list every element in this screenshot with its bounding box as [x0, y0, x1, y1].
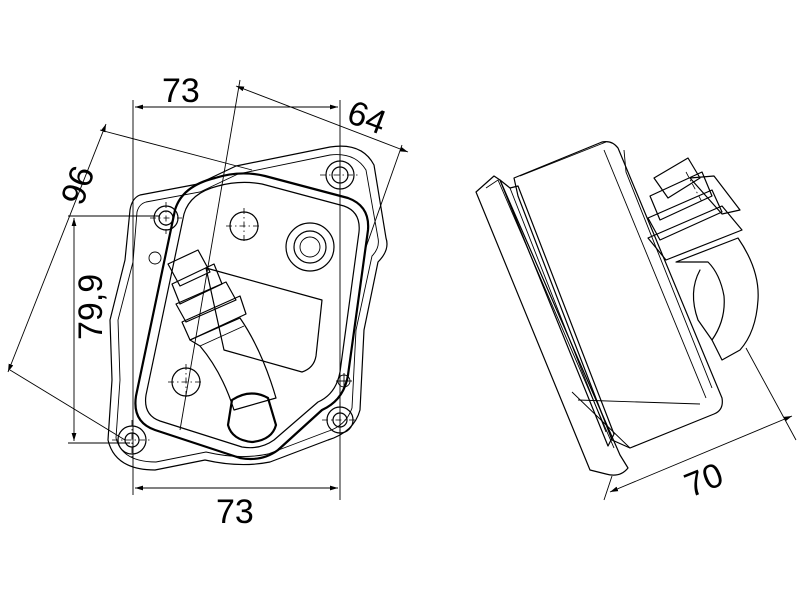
- side-dimensions: 70: [603, 347, 797, 505]
- cooler-panel-recess: [205, 267, 323, 373]
- dim-line-96: [7, 123, 107, 373]
- dim-label-70: 70: [679, 456, 728, 505]
- dim-label-79-9: 79,9: [72, 274, 110, 340]
- dim-label-bottom-73: 73: [216, 493, 254, 531]
- side-gasket: [499, 179, 615, 447]
- port-lower-middle: [226, 392, 278, 444]
- dim-label-64: 64: [342, 93, 391, 142]
- front-dimensions: 73 64 96 79,9 73: [7, 72, 409, 531]
- port-upper-left: [226, 208, 262, 244]
- front-view: [107, 145, 388, 471]
- dim-line-64: [235, 85, 409, 153]
- pipe-fitting-side: [647, 157, 759, 361]
- side-body-block: [513, 141, 723, 449]
- side-view: [475, 141, 759, 476]
- pipe-fitting-front: [167, 249, 277, 411]
- pin-small-right: [336, 373, 352, 389]
- port-upper-right: [285, 222, 335, 272]
- pin-small-left: [148, 251, 162, 265]
- cooler-body-outline: [134, 172, 370, 461]
- mount-hole-top-left: [150, 202, 182, 234]
- dim-line-70: [609, 415, 793, 493]
- mounting-plate-outline: [107, 145, 388, 471]
- cooler-body-inner-outline: [144, 181, 360, 449]
- dim-label-top-73: 73: [162, 72, 200, 110]
- dim-label-96: 96: [54, 161, 103, 210]
- mounting-plate-inner-edge: [115, 154, 379, 463]
